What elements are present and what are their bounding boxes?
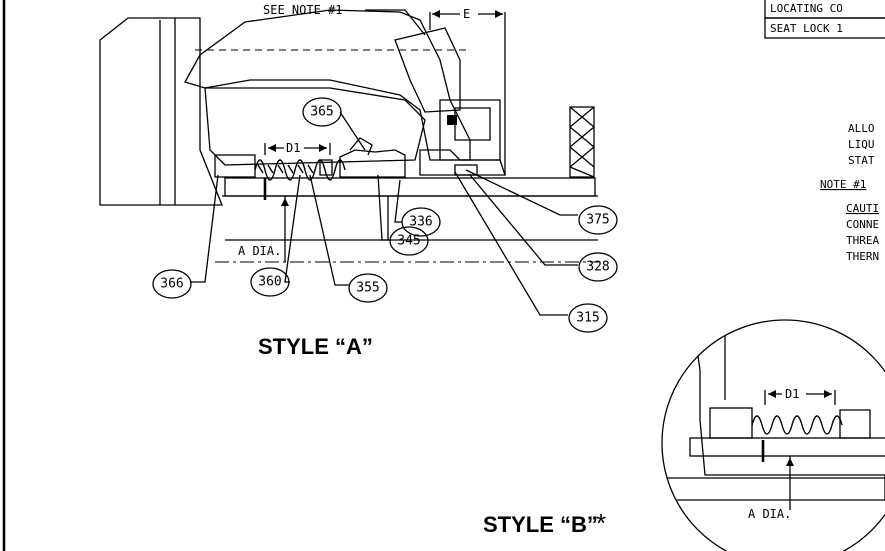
- svg-text:375: 375: [586, 213, 609, 228]
- svg-text:THERN: THERN: [846, 250, 879, 263]
- note-1-heading: NOTE #1: [820, 178, 866, 191]
- style-b-label: STYLE “B”: [483, 512, 598, 537]
- svg-text:366: 366: [160, 277, 183, 292]
- callout-375: 375: [578, 205, 618, 235]
- detail-d1-label: D1: [785, 387, 799, 401]
- a-dia-label: A DIA.: [238, 244, 281, 258]
- svg-text:345: 345: [397, 234, 420, 249]
- notes-text-fragments: ALLO LIQU STAT NOTE #1 CAUTI CONNE THREA…: [820, 122, 879, 263]
- parts-table-fragment: LOCATING CO SEAT LOCK 1: [764, 0, 885, 39]
- svg-text:355: 355: [356, 281, 379, 296]
- style-b-asterisk: *: [596, 508, 606, 538]
- svg-text:328: 328: [586, 260, 609, 275]
- callout-328: 328: [578, 252, 618, 282]
- svg-text:336: 336: [409, 215, 432, 230]
- callout-336: 336: [401, 207, 441, 237]
- svg-text:SEAT LOCK 1: SEAT LOCK 1: [770, 22, 843, 35]
- dim-e-label: E: [463, 7, 470, 21]
- svg-text:360: 360: [258, 275, 281, 290]
- svg-text:STAT: STAT: [848, 154, 875, 167]
- callout-leaders: [190, 111, 578, 316]
- svg-text:ALLO: ALLO: [848, 122, 875, 135]
- svg-text:365: 365: [310, 105, 333, 120]
- dim-d1-label: D1: [286, 141, 300, 155]
- callout-345: 345: [389, 226, 429, 256]
- style-a-section: [99, 9, 600, 263]
- svg-text:CAUTI: CAUTI: [846, 202, 879, 215]
- style-a-label: STYLE “A”: [258, 334, 373, 359]
- svg-text:THREA: THREA: [846, 234, 879, 247]
- callout-365: 365: [302, 97, 342, 127]
- svg-text:CONNE: CONNE: [846, 218, 879, 231]
- callout-360: 360: [250, 267, 290, 297]
- svg-text:LOCATING CO: LOCATING CO: [770, 2, 843, 15]
- see-note-label: SEE NOTE #1: [263, 3, 342, 17]
- detail-a-dia-label: A DIA.: [748, 507, 791, 521]
- svg-text:315: 315: [576, 311, 599, 326]
- svg-text:LIQU: LIQU: [848, 138, 875, 151]
- style-b-detail: D1 A DIA.: [661, 319, 885, 551]
- callout-315: 315: [568, 303, 608, 333]
- callout-355: 355: [348, 273, 388, 303]
- callout-366: 366: [152, 269, 192, 299]
